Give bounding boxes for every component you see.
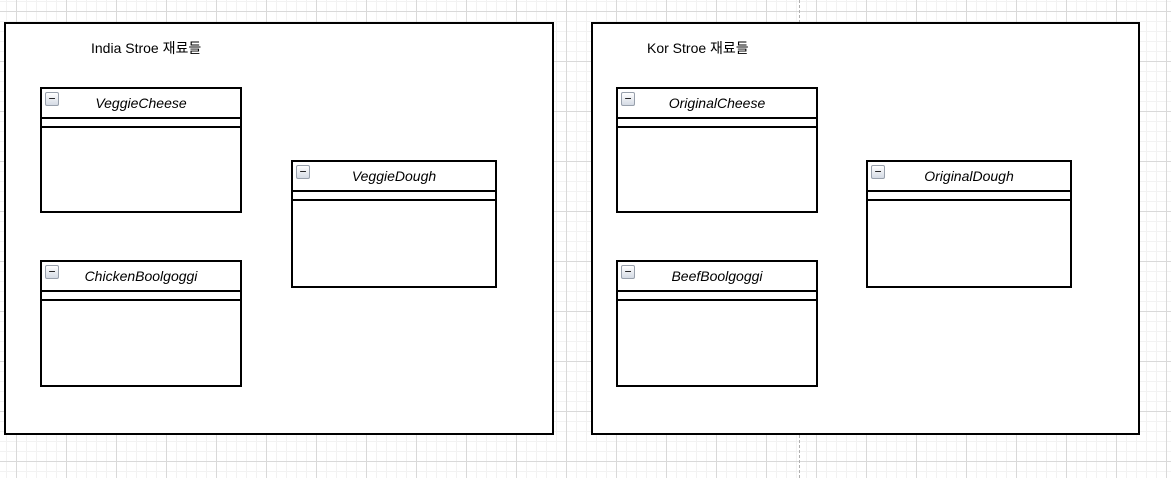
class-box-beefboolgoggi[interactable]: − BeefBoolgoggi [616, 260, 818, 387]
collapse-minus-icon[interactable]: − [621, 265, 635, 279]
class-body-compartment [618, 301, 816, 385]
class-header: VeggieDough [293, 162, 495, 192]
class-title: ChickenBoolgoggi [84, 268, 198, 284]
collapse-minus-icon[interactable]: − [621, 92, 635, 106]
class-body-compartment [868, 201, 1070, 286]
class-empty-compartment [618, 119, 816, 128]
minus-glyph: − [48, 91, 56, 106]
class-empty-compartment [618, 292, 816, 301]
minus-glyph: − [874, 164, 882, 179]
class-title: BeefBoolgoggi [671, 268, 763, 284]
class-body-compartment [42, 128, 240, 211]
minus-glyph: − [48, 264, 56, 279]
minus-glyph: − [624, 91, 632, 106]
class-box-originaldough[interactable]: − OriginalDough [866, 160, 1072, 288]
class-empty-compartment [42, 292, 240, 301]
container-title-kor: Kor Stroe 재료들 [647, 40, 749, 56]
container-kor-store[interactable]: Kor Stroe 재료들 − OriginalCheese − Origina… [591, 22, 1140, 435]
collapse-minus-icon[interactable]: − [45, 92, 59, 106]
minus-glyph: − [299, 164, 307, 179]
class-empty-compartment [868, 192, 1070, 201]
class-title: OriginalCheese [668, 95, 766, 111]
class-header: VeggieCheese [42, 89, 240, 119]
class-header: ChickenBoolgoggi [42, 262, 240, 292]
class-title: VeggieCheese [95, 95, 187, 111]
class-body-compartment [293, 201, 495, 286]
container-title-india: India Stroe 재료들 [91, 40, 202, 56]
class-header: OriginalCheese [618, 89, 816, 119]
class-title: OriginalDough [924, 168, 1014, 184]
class-box-veggiecheese[interactable]: − VeggieCheese [40, 87, 242, 213]
collapse-minus-icon[interactable]: − [296, 165, 310, 179]
class-body-compartment [618, 128, 816, 211]
class-body-compartment [42, 301, 240, 385]
class-header: OriginalDough [868, 162, 1070, 192]
class-box-veggiedough[interactable]: − VeggieDough [291, 160, 497, 288]
class-empty-compartment [42, 119, 240, 128]
class-box-originalcheese[interactable]: − OriginalCheese [616, 87, 818, 213]
class-title: VeggieDough [351, 168, 437, 184]
collapse-minus-icon[interactable]: − [45, 265, 59, 279]
class-box-chickenboolgoggi[interactable]: − ChickenBoolgoggi [40, 260, 242, 387]
minus-glyph: − [624, 264, 632, 279]
class-header: BeefBoolgoggi [618, 262, 816, 292]
container-india-store[interactable]: India Stroe 재료들 − VeggieCheese − VeggieD… [4, 22, 554, 435]
collapse-minus-icon[interactable]: − [871, 165, 885, 179]
class-empty-compartment [293, 192, 495, 201]
